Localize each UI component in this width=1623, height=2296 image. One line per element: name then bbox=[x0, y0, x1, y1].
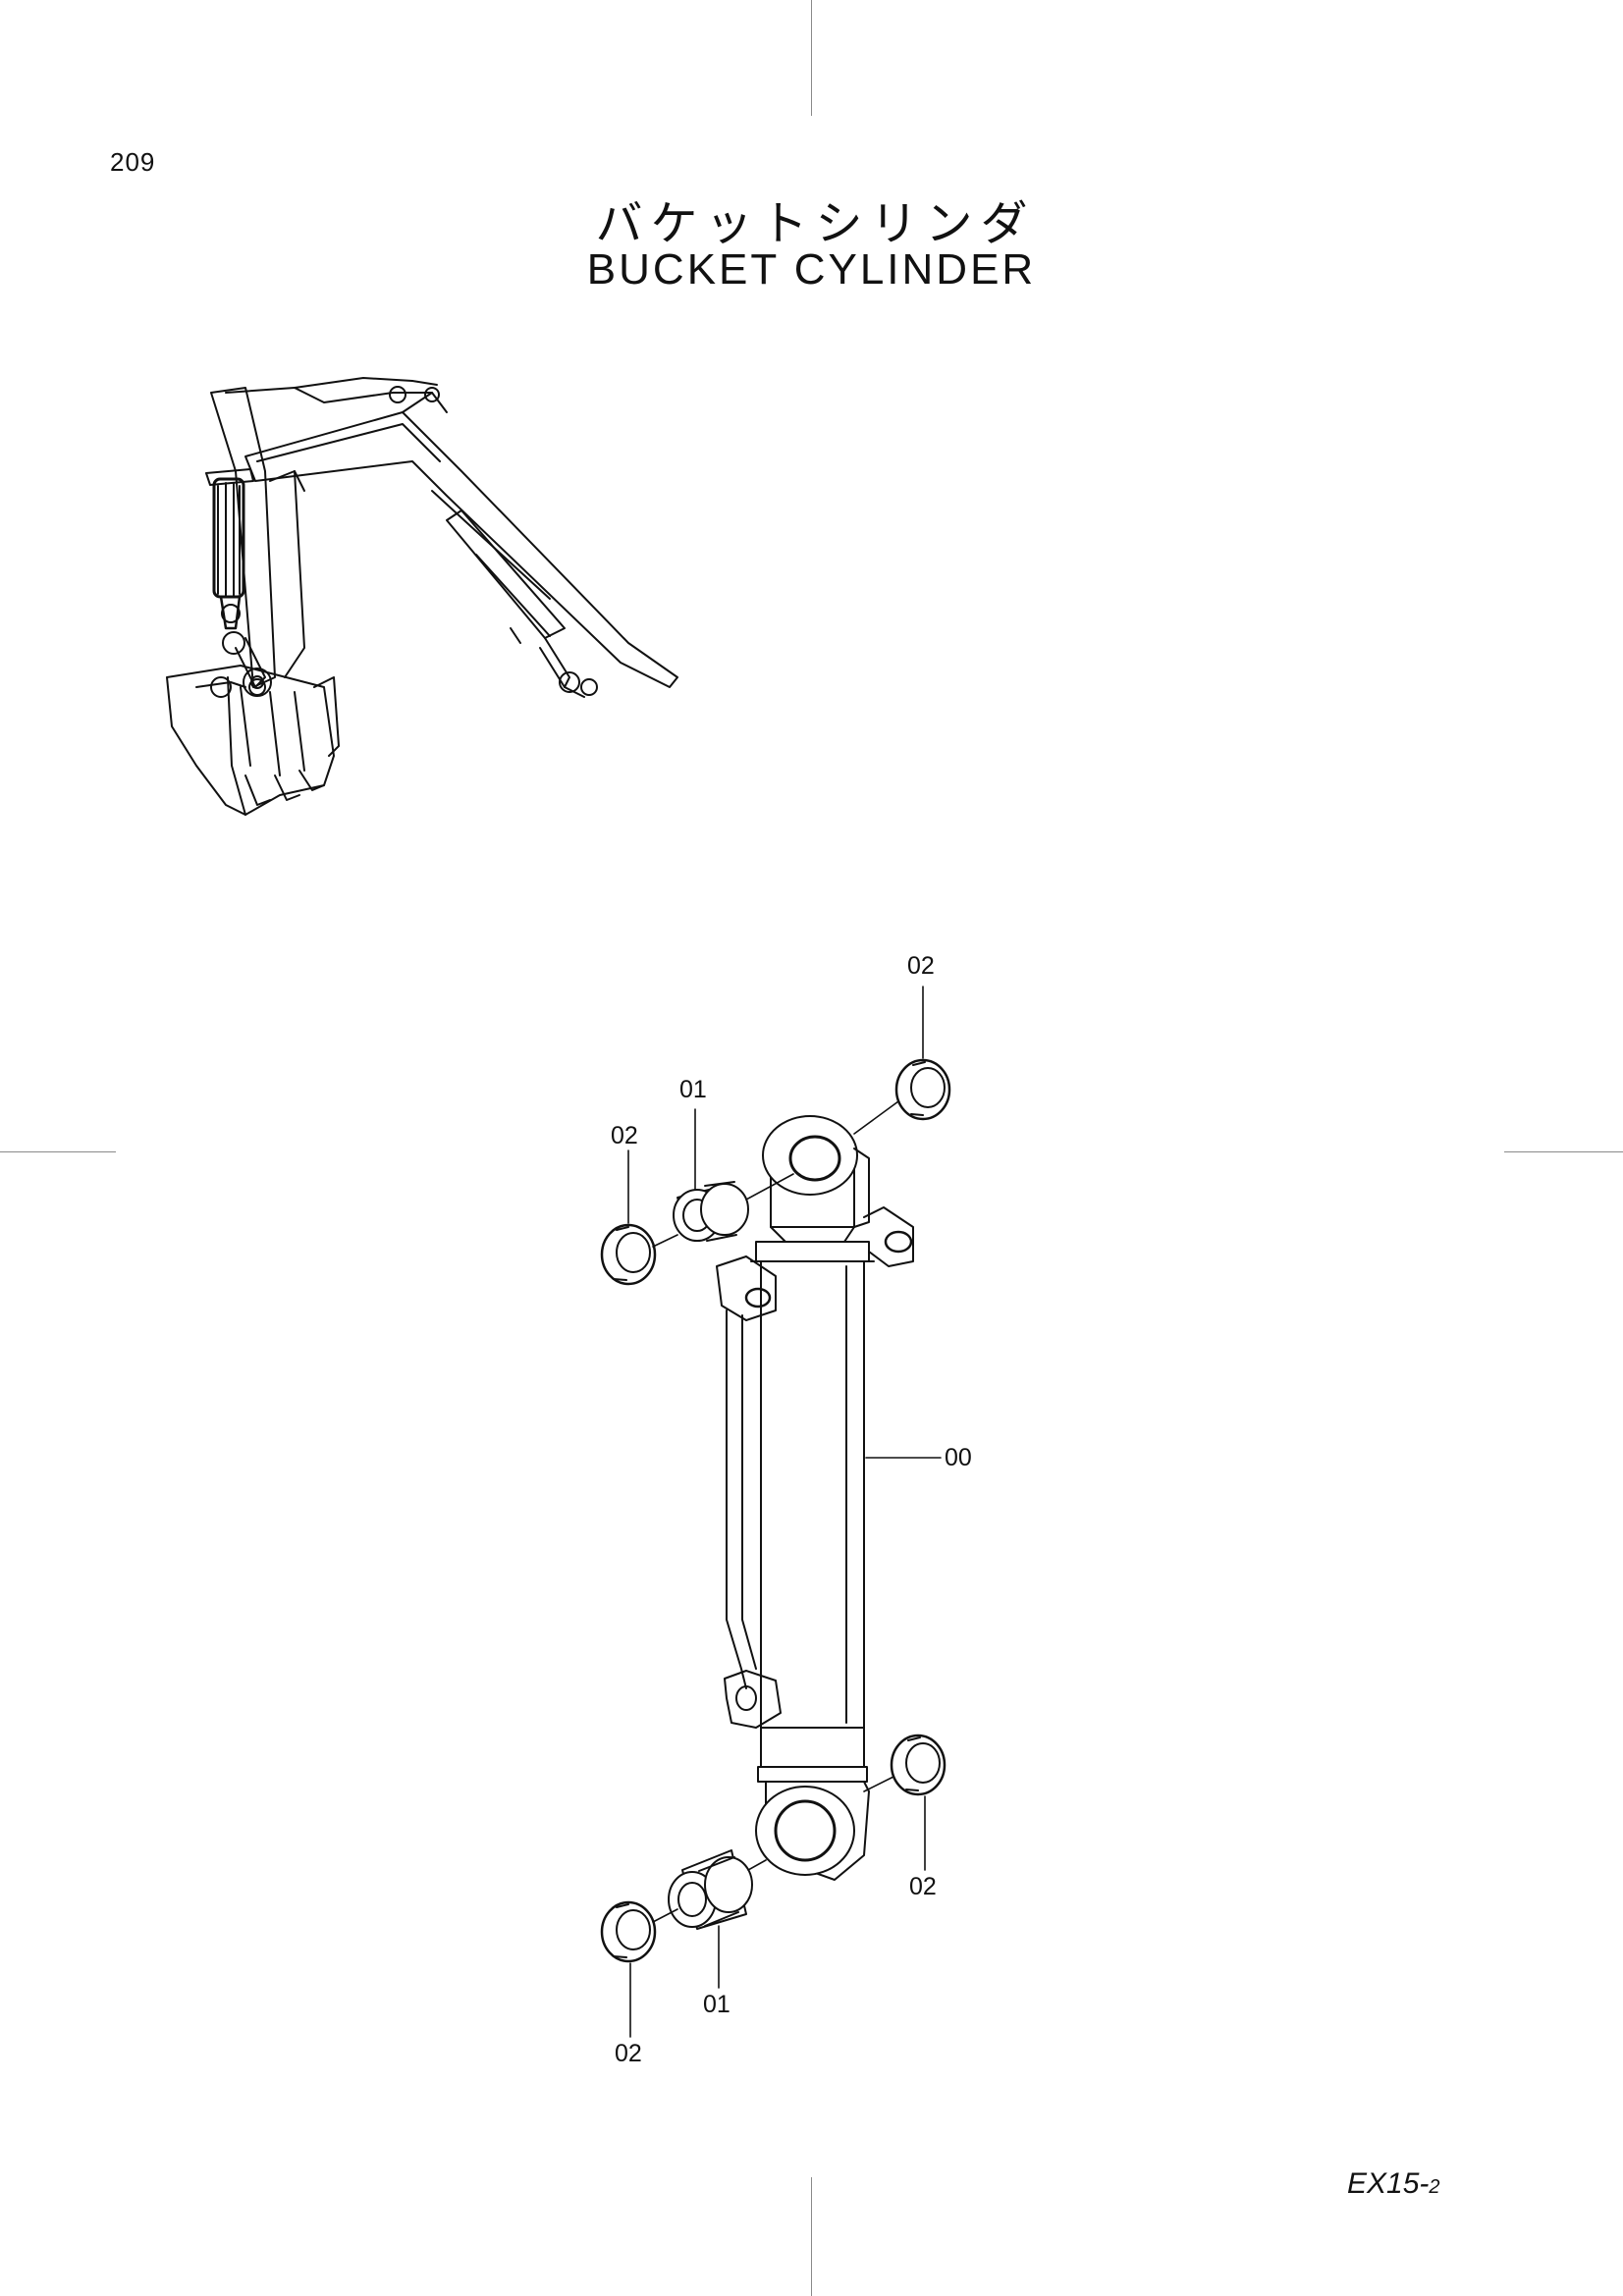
crop-mark-left bbox=[0, 1151, 116, 1152]
page-code: EX15-2 bbox=[1347, 2167, 1440, 2201]
page-number: 209 bbox=[110, 147, 156, 177]
callout-bushing-top: 01 bbox=[679, 1076, 707, 1103]
page-code-main: EX15- bbox=[1347, 2167, 1430, 2200]
page-title-english: BUCKET CYLINDER bbox=[586, 245, 1037, 294]
bucket-cylinder-drawing bbox=[600, 986, 951, 2038]
excavator-arm-illustration bbox=[166, 377, 678, 816]
callout-seal-bottom-right: 02 bbox=[909, 1873, 937, 1900]
crop-mark-bottom bbox=[811, 2177, 812, 2296]
page-title-japanese: バケットシリンダ bbox=[595, 196, 1036, 251]
crop-mark-top bbox=[811, 0, 812, 116]
seal-bottom-right bbox=[890, 1734, 947, 1796]
callout-seal-bottom-left: 02 bbox=[615, 2040, 642, 2067]
callout-seal-top-right: 02 bbox=[907, 952, 935, 980]
callout-cylinder: 00 bbox=[945, 1444, 972, 1471]
seal-bottom-left bbox=[600, 1900, 657, 1963]
callout-seal-top-left: 02 bbox=[611, 1122, 638, 1149]
crop-mark-right bbox=[1504, 1151, 1623, 1152]
callout-bushing-bottom: 01 bbox=[703, 1991, 730, 2018]
page-code-sub: 2 bbox=[1429, 2176, 1440, 2198]
seal-top-left bbox=[600, 1223, 657, 1286]
seal-top-right bbox=[894, 1058, 951, 1121]
